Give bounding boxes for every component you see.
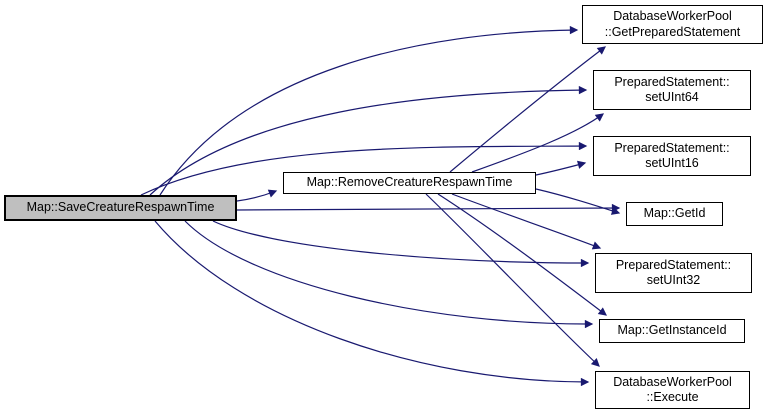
graph-node-label: PreparedStatement::	[614, 140, 730, 155]
graph-node-execute[interactable]: DatabaseWorkerPool::Execute	[595, 371, 750, 409]
call-edge-remove-to-get-instance-id	[437, 193, 608, 316]
call-edge-remove-to-get-prepared	[449, 46, 607, 173]
graph-node-get-id[interactable]: Map::GetId	[626, 202, 723, 226]
graph-node-label: PreparedStatement::	[615, 257, 732, 272]
graph-node-remove[interactable]: Map::RemoveCreatureRespawnTime	[283, 172, 536, 194]
call-edge-remove-to-get-id	[535, 188, 621, 215]
call-edge-save-to-remove	[236, 189, 278, 202]
graph-node-set-uint32[interactable]: PreparedStatement::setUInt32	[595, 253, 752, 293]
graph-node-label: Map::SaveCreatureRespawnTime	[26, 200, 215, 215]
call-edge-save-to-get-instance-id	[184, 220, 594, 329]
call-edge-remove-to-set-uint64	[471, 113, 605, 173]
graph-node-label: setUInt16	[645, 156, 699, 170]
graph-node-label: Map::RemoveCreatureRespawnTime	[306, 175, 513, 190]
call-edge-save-to-get-prepared	[159, 25, 579, 196]
graph-node-get-instance-id[interactable]: Map::GetInstanceId	[599, 319, 745, 343]
graph-node-label: Map::GetId	[643, 206, 706, 221]
graph-node-label: setUInt32	[646, 273, 701, 287]
graph-node-label: Map::GetInstanceId	[617, 323, 727, 338]
call-edge-remove-to-set-uint32	[451, 193, 602, 250]
call-edge-save-to-get-id	[236, 203, 621, 213]
graph-node-label: DatabaseWorkerPool	[613, 374, 732, 389]
call-edge-remove-to-execute	[425, 193, 600, 367]
call-edge-remove-to-set-uint16	[535, 160, 587, 176]
graph-node-set-uint64[interactable]: PreparedStatement::setUInt64	[593, 70, 751, 110]
graph-node-label: setUInt64	[645, 90, 699, 104]
graph-node-label: ::Execute	[646, 390, 699, 404]
call-edge-save-to-execute	[154, 220, 590, 387]
graph-node-label: DatabaseWorkerPool	[613, 9, 732, 23]
graph-node-label: ::GetPreparedStatement	[604, 24, 741, 39]
call-edge-save-to-set-uint32	[212, 220, 590, 268]
graph-node-set-uint16[interactable]: PreparedStatement::setUInt16	[593, 136, 751, 176]
graph-node-get-prepared[interactable]: DatabaseWorkerPool::GetPreparedStatement	[582, 5, 763, 44]
graph-node-label: PreparedStatement::	[614, 74, 730, 89]
graph-node-save: Map::SaveCreatureRespawnTime	[4, 195, 237, 221]
